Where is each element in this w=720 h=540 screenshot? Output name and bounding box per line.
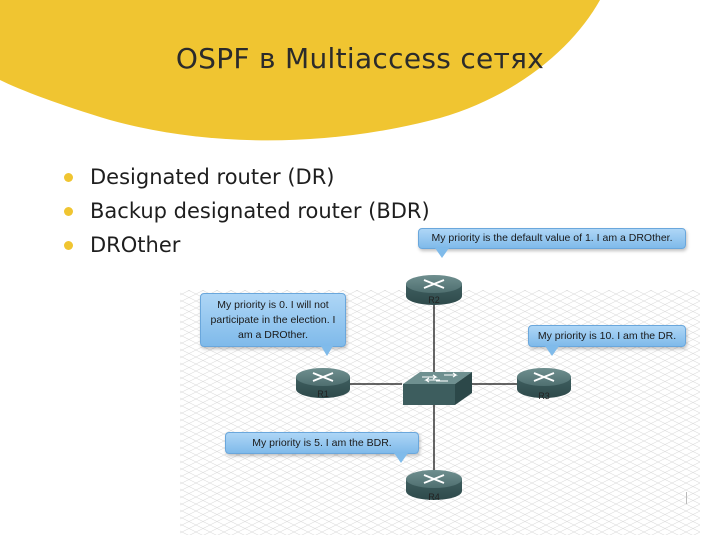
router-r4: R4	[406, 470, 462, 502]
bullet-dot-icon	[64, 173, 73, 182]
callout-r4: My priority is 5. I am the BDR.	[225, 432, 419, 463]
bullet-item: Backup designated router (BDR)	[62, 194, 430, 228]
bullet-dot-icon	[64, 241, 73, 250]
router-label-r3: R3	[538, 391, 550, 401]
bullet-item: Designated router (DR)	[62, 160, 430, 194]
callout-r1: My priority is 0. I will not participate…	[200, 293, 346, 356]
router-r2: R2	[406, 275, 462, 305]
callout-text-r1: My priority is 0. I will not participate…	[210, 298, 336, 341]
callout-tail	[321, 346, 333, 356]
router-label-r1: R1	[317, 389, 329, 399]
callout-r3: My priority is 10. I am the DR.	[528, 325, 686, 356]
router-r1: R1	[296, 368, 350, 399]
callout-tail	[545, 346, 559, 356]
bullet-text: Backup designated router (BDR)	[90, 199, 430, 223]
callout-text-r4: My priority is 5. I am the BDR.	[252, 436, 392, 449]
bullet-text: Designated router (DR)	[90, 165, 335, 189]
callout-tail	[435, 248, 449, 258]
slide-title: OSPF в Multiaccess сетях	[175, 42, 545, 75]
callout-tail	[394, 453, 408, 463]
switch-icon	[403, 372, 472, 405]
bullet-item: DROther	[62, 228, 430, 262]
slide-edge-mark	[686, 492, 687, 504]
callout-r2: My priority is the default value of 1. I…	[418, 228, 686, 258]
bullet-dot-icon	[64, 207, 73, 216]
callout-text-r2: My priority is the default value of 1. I…	[431, 232, 673, 244]
grid-floor	[180, 290, 700, 535]
bullet-text: DROther	[90, 233, 181, 257]
router-label-r2: R2	[428, 295, 440, 305]
router-label-r4: R4	[428, 492, 440, 502]
router-r3: R3	[517, 368, 571, 401]
bullet-list: Designated router (DR) Backup designated…	[62, 160, 430, 262]
callout-text-r3: My priority is 10. I am the DR.	[537, 329, 677, 342]
